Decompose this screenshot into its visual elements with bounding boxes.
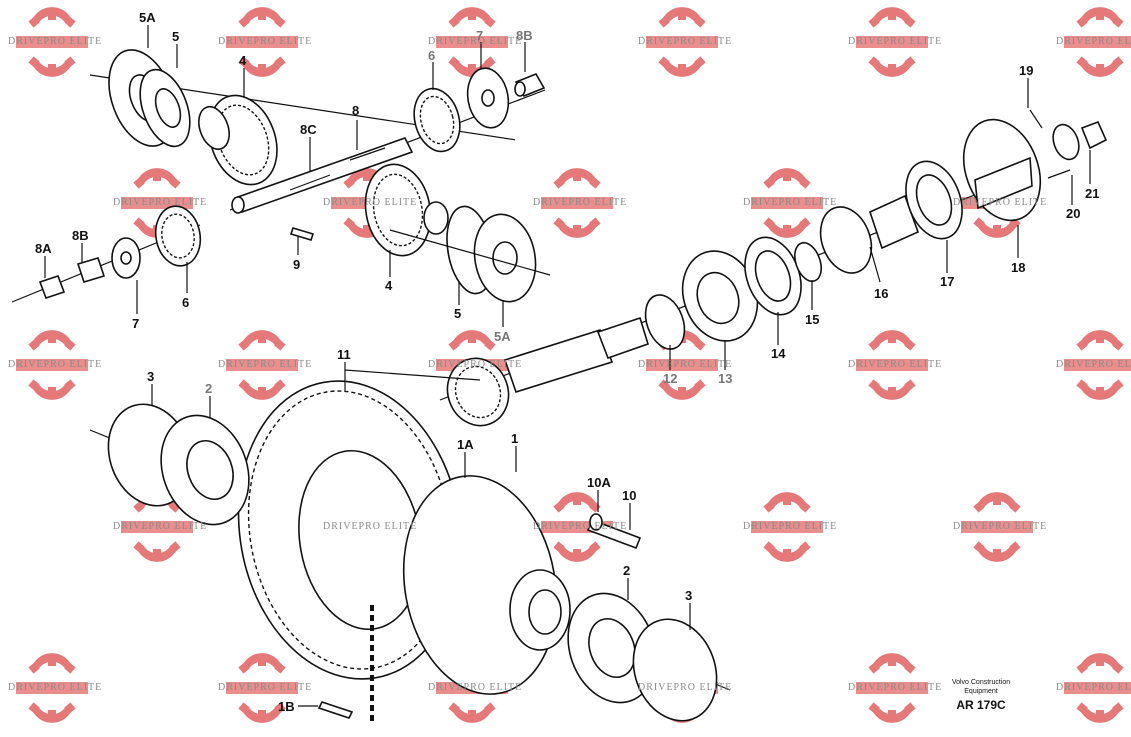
part-label-8A: 8A bbox=[35, 241, 52, 256]
watermark-text: DRIVEPRO ELITE bbox=[848, 682, 942, 693]
part-label-5: 5 bbox=[454, 306, 461, 321]
watermark-text: DRIVEPRO ELITE bbox=[953, 197, 1047, 208]
watermark-text: DRIVEPRO ELITE bbox=[218, 36, 312, 47]
crown-wheel-assembly bbox=[89, 380, 731, 722]
watermark-text: DRIVEPRO ELITE bbox=[113, 521, 207, 532]
part-label-8B: 8B bbox=[516, 28, 533, 43]
watermark-text: DRIVEPRO ELITE bbox=[1056, 359, 1131, 370]
watermark-text: DRIVEPRO ELITE bbox=[638, 359, 732, 370]
watermark-text-layer: DRIVEPRO ELITE DRIVEPRO ELITE DRIVEPRO E… bbox=[8, 36, 1131, 693]
watermark-text: DRIVEPRO ELITE bbox=[8, 36, 102, 47]
spider-assembly-top bbox=[11, 49, 551, 303]
watermark-text: DRIVEPRO ELITE bbox=[113, 197, 207, 208]
watermark-text: DRIVEPRO ELITE bbox=[848, 36, 942, 47]
watermark-text: DRIVEPRO ELITE bbox=[638, 682, 732, 693]
part-label-1B: 1B bbox=[278, 699, 295, 714]
pinion-shaft-assembly bbox=[439, 109, 1108, 427]
watermark-text: DRIVEPRO ELITE bbox=[1056, 682, 1131, 693]
part-label-3: 3 bbox=[685, 588, 692, 603]
watermark-text: DRIVEPRO ELITE bbox=[638, 36, 732, 47]
watermark-text: DRIVEPRO ELITE bbox=[848, 359, 942, 370]
part-label-9: 9 bbox=[293, 257, 300, 272]
part-label-10A: 10A bbox=[587, 475, 611, 490]
part-label-13: 13 bbox=[718, 371, 732, 386]
watermark-row-1 bbox=[16, 7, 1131, 77]
part-label-4: 4 bbox=[239, 53, 247, 68]
watermark-text: DRIVEPRO ELITE bbox=[743, 521, 837, 532]
part-label-1: 1 bbox=[511, 431, 518, 446]
part-label-14: 14 bbox=[771, 346, 786, 361]
part-label-7: 7 bbox=[132, 316, 139, 331]
part-label-18: 18 bbox=[1011, 260, 1025, 275]
watermark-text: DRIVEPRO ELITE bbox=[428, 682, 522, 693]
part-label-1A: 1A bbox=[457, 437, 474, 452]
part-label-5A: 5A bbox=[494, 329, 511, 344]
part-label-3: 3 bbox=[147, 369, 154, 384]
part-label-20: 20 bbox=[1066, 206, 1080, 221]
part-label-19: 19 bbox=[1019, 63, 1033, 78]
part-label-12: 12 bbox=[663, 371, 677, 386]
leader-lines bbox=[44, 25, 1091, 707]
part-label-11: 11 bbox=[337, 347, 351, 362]
part-labels: 5A 5 4 6 7 8B 8 8C 8A 8B 7 6 9 4 5 5A 19… bbox=[35, 10, 1099, 714]
watermark-text: DRIVEPRO ELITE bbox=[8, 359, 102, 370]
watermark-text: DRIVEPRO ELITE bbox=[218, 359, 312, 370]
watermark-text: DRIVEPRO ELITE bbox=[533, 521, 627, 532]
part-label-8C: 8C bbox=[300, 122, 317, 137]
part-label-2: 2 bbox=[205, 381, 212, 396]
watermark-text: DRIVEPRO ELITE bbox=[323, 197, 417, 208]
part-label-2: 2 bbox=[623, 563, 630, 578]
part-label-6: 6 bbox=[182, 295, 189, 310]
footer-company-line2: Equipment bbox=[964, 688, 998, 695]
part-label-8B: 8B bbox=[72, 228, 89, 243]
part-label-6: 6 bbox=[428, 48, 435, 63]
part-label-21: 21 bbox=[1085, 186, 1099, 201]
part-label-16: 16 bbox=[874, 286, 888, 301]
watermark-text: DRIVEPRO ELITE bbox=[743, 197, 837, 208]
drawing-footer: Volvo Construction Equipment AR 179C bbox=[952, 679, 1010, 712]
watermark-text: DRIVEPRO ELITE bbox=[533, 197, 627, 208]
watermark-text: DRIVEPRO ELITE bbox=[8, 682, 102, 693]
part-label-17: 17 bbox=[940, 274, 954, 289]
watermark-text: DRIVEPRO ELITE bbox=[428, 36, 522, 47]
part-label-10: 10 bbox=[622, 488, 636, 503]
part-label-4: 4 bbox=[385, 278, 393, 293]
part-label-15: 15 bbox=[805, 312, 819, 327]
part-label-8: 8 bbox=[352, 103, 359, 118]
footer-company-line1: Volvo Construction bbox=[952, 679, 1010, 686]
watermark-text: DRIVEPRO ELITE bbox=[218, 682, 312, 693]
watermark-text: DRIVEPRO ELITE bbox=[323, 521, 417, 532]
part-label-5: 5 bbox=[172, 29, 179, 44]
part-label-7: 7 bbox=[476, 28, 483, 43]
part-label-5A: 5A bbox=[139, 10, 156, 25]
watermark-text: DRIVEPRO ELITE bbox=[1056, 36, 1131, 47]
watermark-text: DRIVEPRO ELITE bbox=[428, 359, 522, 370]
footer-drawing-code: AR 179C bbox=[956, 698, 1006, 712]
watermark-text: DRIVEPRO ELITE bbox=[953, 521, 1047, 532]
